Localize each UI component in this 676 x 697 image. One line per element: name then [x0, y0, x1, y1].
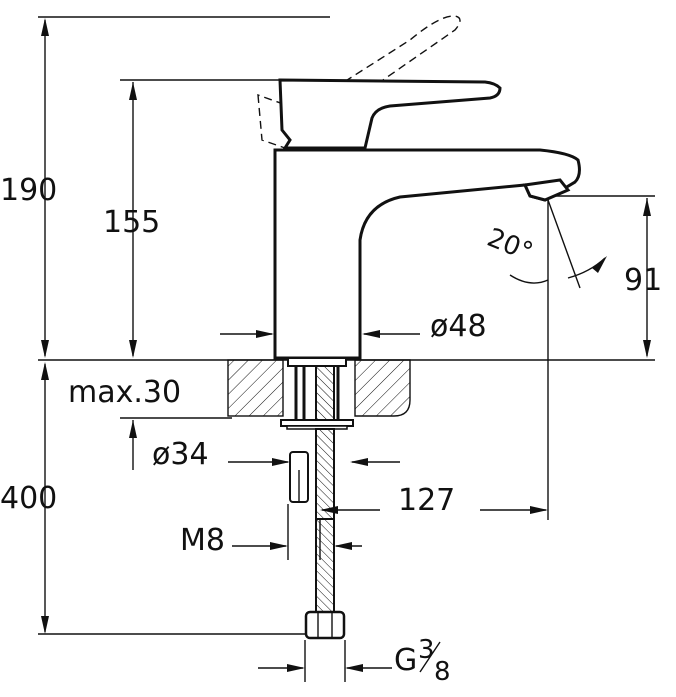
dimension-angle-20: 20° [483, 223, 537, 268]
connection-numerator: 3 [418, 635, 435, 665]
dimension-127: 127 [398, 483, 455, 518]
dimension-connection-g3-8: G 3 8 [394, 635, 451, 687]
angle-indicator [509, 199, 607, 289]
countertop [227, 359, 411, 417]
lever-alternate-position [257, 15, 461, 149]
dimension-400: 400 [0, 481, 57, 516]
horizontal-dimension-lines [220, 330, 548, 682]
dimension-diameter-34: ø34 [152, 437, 209, 472]
connection-letter: G [394, 643, 417, 678]
dimension-thread-m8: M8 [180, 523, 225, 558]
faucet-body [273, 78, 581, 360]
dimension-190: 190 [0, 173, 57, 208]
dimension-91: 91 [624, 263, 662, 298]
dimension-max-30: max.30 [68, 375, 181, 410]
vertical-dimension-lines [41, 18, 651, 634]
dimension-155: 155 [103, 205, 160, 240]
under-counter-assembly [280, 357, 354, 640]
dimension-diameter-48: ø48 [430, 309, 487, 344]
reference-lines [38, 16, 655, 635]
connection-denominator: 8 [434, 657, 451, 687]
